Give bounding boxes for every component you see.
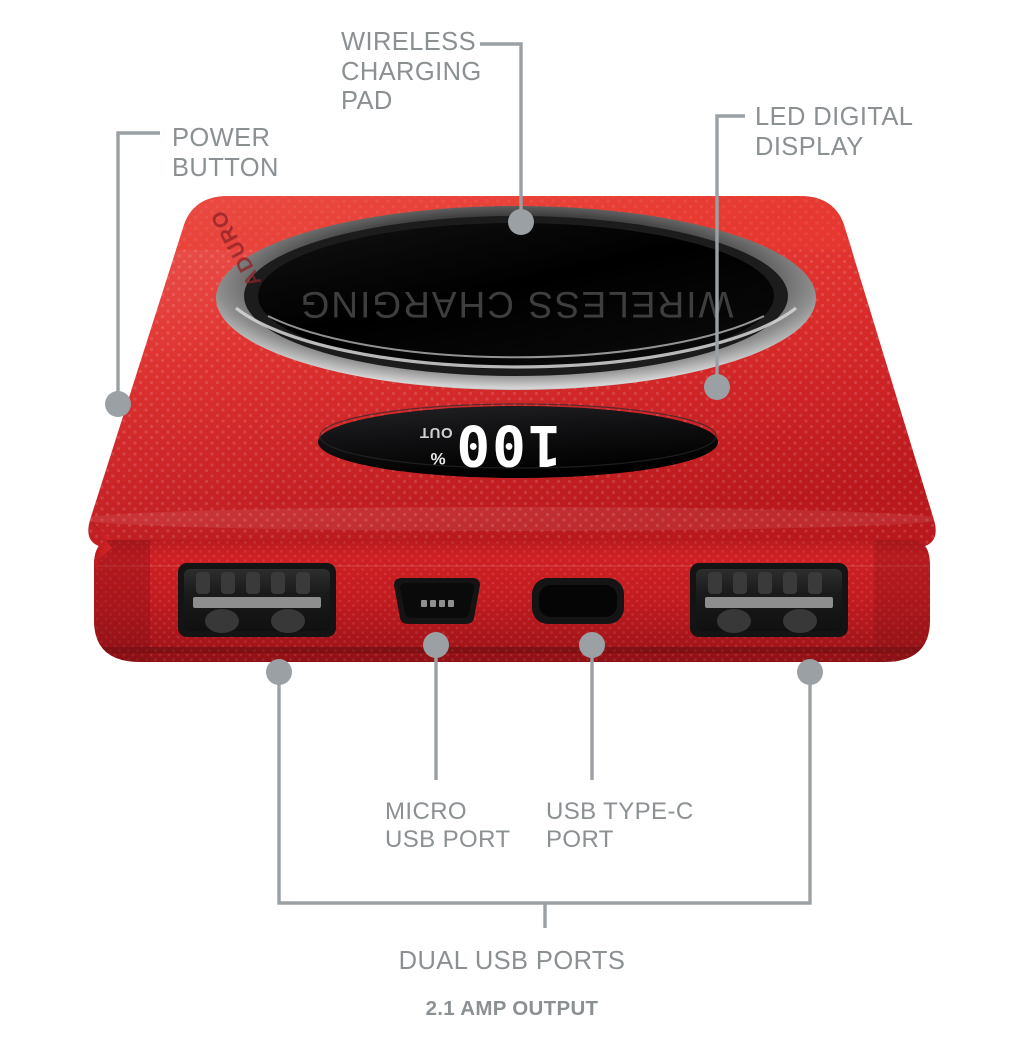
led-percent: % [430, 449, 445, 468]
dot-usb-type-c [579, 632, 605, 658]
leader-power-button [116, 131, 160, 398]
leader-end-dots [105, 209, 823, 685]
callout-led-digital-display: LED DIGITAL DISPLAY [755, 103, 914, 161]
callout-micro-usb-port: MICRO USB PORT [385, 798, 511, 853]
leader-dual-usb-bracket [277, 678, 812, 905]
dot-power-button [105, 391, 131, 417]
led-out-label: OUT [419, 424, 452, 441]
dual-usb-line1: DUAL USB PORTS [398, 946, 626, 975]
callout-power-button: POWER BUTTON [172, 124, 279, 182]
callout-wireless-charging-pad: WIRELESS CHARGING PAD [341, 28, 482, 116]
micro-usb-port [394, 578, 480, 624]
usb-type-c-port [532, 578, 624, 624]
leader-wireless-pad [480, 42, 523, 216]
dot-usb-right [797, 659, 823, 685]
callout-dual-usb-ports: DUAL USB PORTS 2.1 AMP OUTPUT [0, 928, 1024, 1039]
dot-usb-left [266, 659, 292, 685]
callout-usb-type-c-port: USB TYPE-C PORT [546, 798, 694, 853]
dot-led-display [704, 374, 730, 400]
led-digital-display: 100 % OUT [318, 403, 718, 478]
leader-led-display [715, 114, 745, 381]
dual-usb-line2: 2.1 AMP OUTPUT [425, 996, 599, 1020]
wireless-charging-pad: WIRELESS CHARGING [216, 206, 816, 390]
usb-a-port-left [178, 563, 336, 637]
device-left-edge [90, 520, 112, 572]
dot-micro-usb [423, 632, 449, 658]
dot-wireless-pad [508, 209, 534, 235]
wireless-pad-text: WIRELESS CHARGING [299, 284, 734, 325]
usb-a-port-right [690, 563, 848, 637]
led-value: 100 [454, 412, 561, 477]
